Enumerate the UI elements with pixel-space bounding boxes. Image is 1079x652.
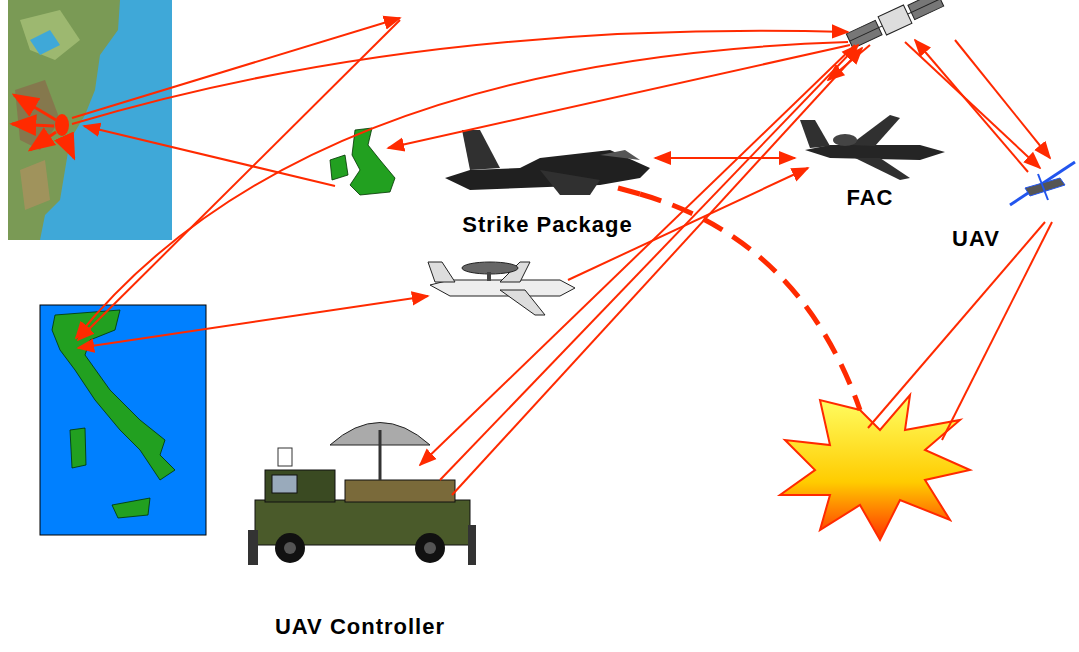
- vehicle-node: FAC: [795, 105, 945, 215]
- satellite: [845, 0, 944, 50]
- vehicle-label: FAC: [847, 185, 894, 211]
- comm-links: [72, 18, 1052, 495]
- vehicle-label: UAV: [952, 226, 1000, 252]
- uk-map: [330, 128, 395, 195]
- strike-aircraft: [445, 130, 650, 195]
- awacs-aircraft: [428, 262, 575, 315]
- explosion: [780, 395, 970, 540]
- vehicle-label: Strike Package: [462, 212, 633, 238]
- link-arrow: [655, 157, 795, 159]
- fac-aircraft: [800, 115, 945, 180]
- italy-map: [40, 305, 206, 535]
- vehicle-label: UAV Controller: [275, 614, 445, 640]
- us-map: [8, 0, 172, 240]
- vehicle-node: UAV: [948, 150, 1076, 256]
- vehicle-node: UAV Controller: [240, 420, 480, 644]
- uav-aircraft: [1010, 162, 1075, 205]
- vehicle-node: Strike Package: [440, 120, 655, 242]
